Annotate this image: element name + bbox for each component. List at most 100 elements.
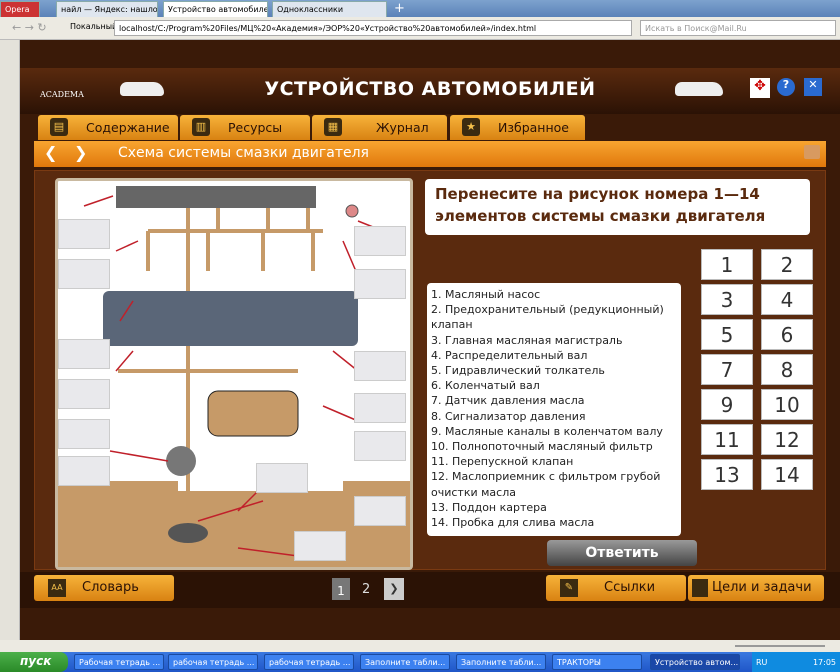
- car-icon: [675, 82, 723, 96]
- glossary-icon: AA: [48, 579, 66, 597]
- help-icon[interactable]: ?: [777, 78, 795, 96]
- close-icon[interactable]: ✕: [804, 78, 822, 96]
- number-tile[interactable]: 6: [761, 319, 813, 350]
- list-item: 3. Главная масляная магистраль: [431, 333, 623, 347]
- chart-icon: ▥: [192, 118, 210, 136]
- search-input[interactable]: Искать в Поиск@Mail.Ru: [640, 20, 836, 36]
- zoom-slider[interactable]: [735, 645, 825, 647]
- tab-active[interactable]: Устройство автомобилей: [163, 1, 268, 17]
- number-tile[interactable]: 10: [761, 389, 813, 420]
- opera-sidebar: [0, 40, 20, 640]
- pressure-sensor: [345, 204, 359, 218]
- answer-button[interactable]: Ответить: [547, 540, 697, 566]
- list-item: 10. Полнопоточный масляный фильтр: [431, 440, 653, 454]
- list-item: 4. Распределительный вал: [431, 348, 588, 362]
- number-tile[interactable]: 7: [701, 354, 753, 385]
- drop-target[interactable]: [354, 351, 406, 381]
- number-tile[interactable]: 3: [701, 284, 753, 315]
- url-input[interactable]: localhost/C:/Program%20Files/МЦ%20«Акаде…: [114, 20, 632, 36]
- number-tile[interactable]: 12: [761, 424, 813, 455]
- taskbar-item[interactable]: рабочая тетрадь ...: [168, 654, 258, 670]
- camshaft: [116, 186, 316, 208]
- drop-target[interactable]: [294, 531, 346, 561]
- next-page-icon[interactable]: ❯: [384, 578, 404, 600]
- clock: 17:05: [812, 658, 836, 667]
- page-1[interactable]: 1: [332, 578, 350, 600]
- taskbar-item[interactable]: Заполните табли...: [456, 654, 546, 670]
- browser-tab-bar: Opera найл — Яндекс: нашло... Устройство…: [0, 0, 840, 17]
- page-2[interactable]: 2: [362, 582, 371, 597]
- oil-pump: [166, 446, 196, 476]
- site-badge: Покальный: [70, 22, 118, 31]
- drop-target[interactable]: [58, 259, 110, 289]
- number-tile[interactable]: 13: [701, 459, 753, 490]
- drop-target[interactable]: [354, 393, 406, 423]
- number-tile[interactable]: 4: [761, 284, 813, 315]
- label-lines: [83, 195, 379, 557]
- start-button[interactable]: пуск: [0, 652, 68, 672]
- tab-odnoklassniki[interactable]: Одноклассники: [272, 1, 387, 17]
- drop-target[interactable]: [58, 456, 110, 486]
- language-indicator[interactable]: RU: [756, 658, 768, 667]
- opera-menu-button[interactable]: Opera: [0, 1, 40, 17]
- taskbar-item[interactable]: рабочая тетрадь ...: [264, 654, 354, 670]
- next-arrow-icon[interactable]: ❯: [74, 143, 88, 162]
- new-tab-button[interactable]: +: [394, 1, 405, 16]
- number-tile[interactable]: 2: [761, 249, 813, 280]
- drop-target[interactable]: [58, 379, 110, 409]
- number-tile[interactable]: 5: [701, 319, 753, 350]
- number-tile[interactable]: 14: [761, 459, 813, 490]
- number-tile[interactable]: 11: [701, 424, 753, 455]
- oil-channels: [118, 208, 323, 501]
- drop-target[interactable]: [354, 496, 406, 526]
- menu-label: Содержание: [86, 120, 170, 135]
- drop-target[interactable]: [354, 431, 406, 461]
- tab-yandex[interactable]: найл — Яндекс: нашло...: [56, 1, 158, 17]
- list-item: 9. Масляные каналы в коленчатом валу: [431, 424, 663, 438]
- bookmark-icon[interactable]: [804, 145, 820, 159]
- menu-journal[interactable]: ▦Журнал: [312, 115, 447, 140]
- drop-target[interactable]: [354, 226, 406, 256]
- taskbar-item[interactable]: ТРАКТОРЫ: [552, 654, 642, 670]
- list-item: 5. Гидравлический толкатель: [431, 364, 605, 378]
- number-tile[interactable]: 9: [701, 389, 753, 420]
- menu-label: Избранное: [498, 120, 569, 135]
- nav-buttons[interactable]: ← → ↻: [12, 21, 47, 34]
- list-item: 14. Пробка для слива масла: [431, 516, 595, 530]
- elements-list: 1. Масляный насос 2. Предохранительный (…: [427, 283, 681, 536]
- drop-target[interactable]: [58, 219, 110, 249]
- car-icon: [120, 82, 164, 96]
- app-title: УСТРОЙСТВО АВТОМОБИЛЕЙ: [264, 78, 596, 100]
- app: ACADEMA УСТРОЙСТВО АВТОМОБИЛЕЙ ✥ ? ✕ ▤Со…: [20, 40, 840, 640]
- menu-label: Ресурсы: [228, 120, 283, 135]
- taskbar-item-active[interactable]: Устройство автом...: [650, 654, 740, 670]
- status-bar: [0, 640, 840, 652]
- star-icon: ★: [462, 118, 480, 136]
- number-tile[interactable]: 8: [761, 354, 813, 385]
- menu-favorites[interactable]: ★ Избранное: [450, 115, 585, 140]
- drop-target[interactable]: [58, 419, 110, 449]
- fullscreen-icon[interactable]: ✥: [750, 78, 770, 98]
- number-tile[interactable]: 1: [701, 249, 753, 280]
- menu-resources[interactable]: ▥ Ресурсы: [180, 115, 310, 140]
- list-item: 11. Перепускной клапан: [431, 455, 574, 469]
- glossary-label: Словарь: [82, 580, 139, 595]
- menu-contents[interactable]: ▤Содержание: [38, 115, 178, 140]
- drop-target[interactable]: [256, 463, 308, 493]
- goals-button[interactable]: Цели и задачи: [688, 575, 824, 601]
- drop-target[interactable]: [354, 269, 406, 299]
- prev-arrow-icon[interactable]: ❮: [44, 143, 58, 162]
- glossary-button[interactable]: AA Словарь: [34, 575, 174, 601]
- taskbar-item[interactable]: Заполните табли...: [360, 654, 450, 670]
- main-panel: Перенесите на рисунок номера 1—14 элемен…: [34, 170, 826, 570]
- taskbar: пуск Рабочая тетрадь ... рабочая тетрадь…: [0, 652, 840, 672]
- menu-label: Журнал: [376, 120, 429, 135]
- list-item: 13. Поддон картера: [431, 500, 547, 514]
- drop-target[interactable]: [58, 339, 110, 369]
- instruction: Перенесите на рисунок номера 1—14 элемен…: [425, 179, 810, 235]
- goals-label: Цели и задачи: [712, 580, 812, 595]
- oil-strainer: [168, 523, 208, 543]
- links-button[interactable]: ✎Ссылки: [546, 575, 686, 601]
- taskbar-item[interactable]: Рабочая тетрадь ...: [74, 654, 164, 670]
- oil-filter: [207, 390, 299, 437]
